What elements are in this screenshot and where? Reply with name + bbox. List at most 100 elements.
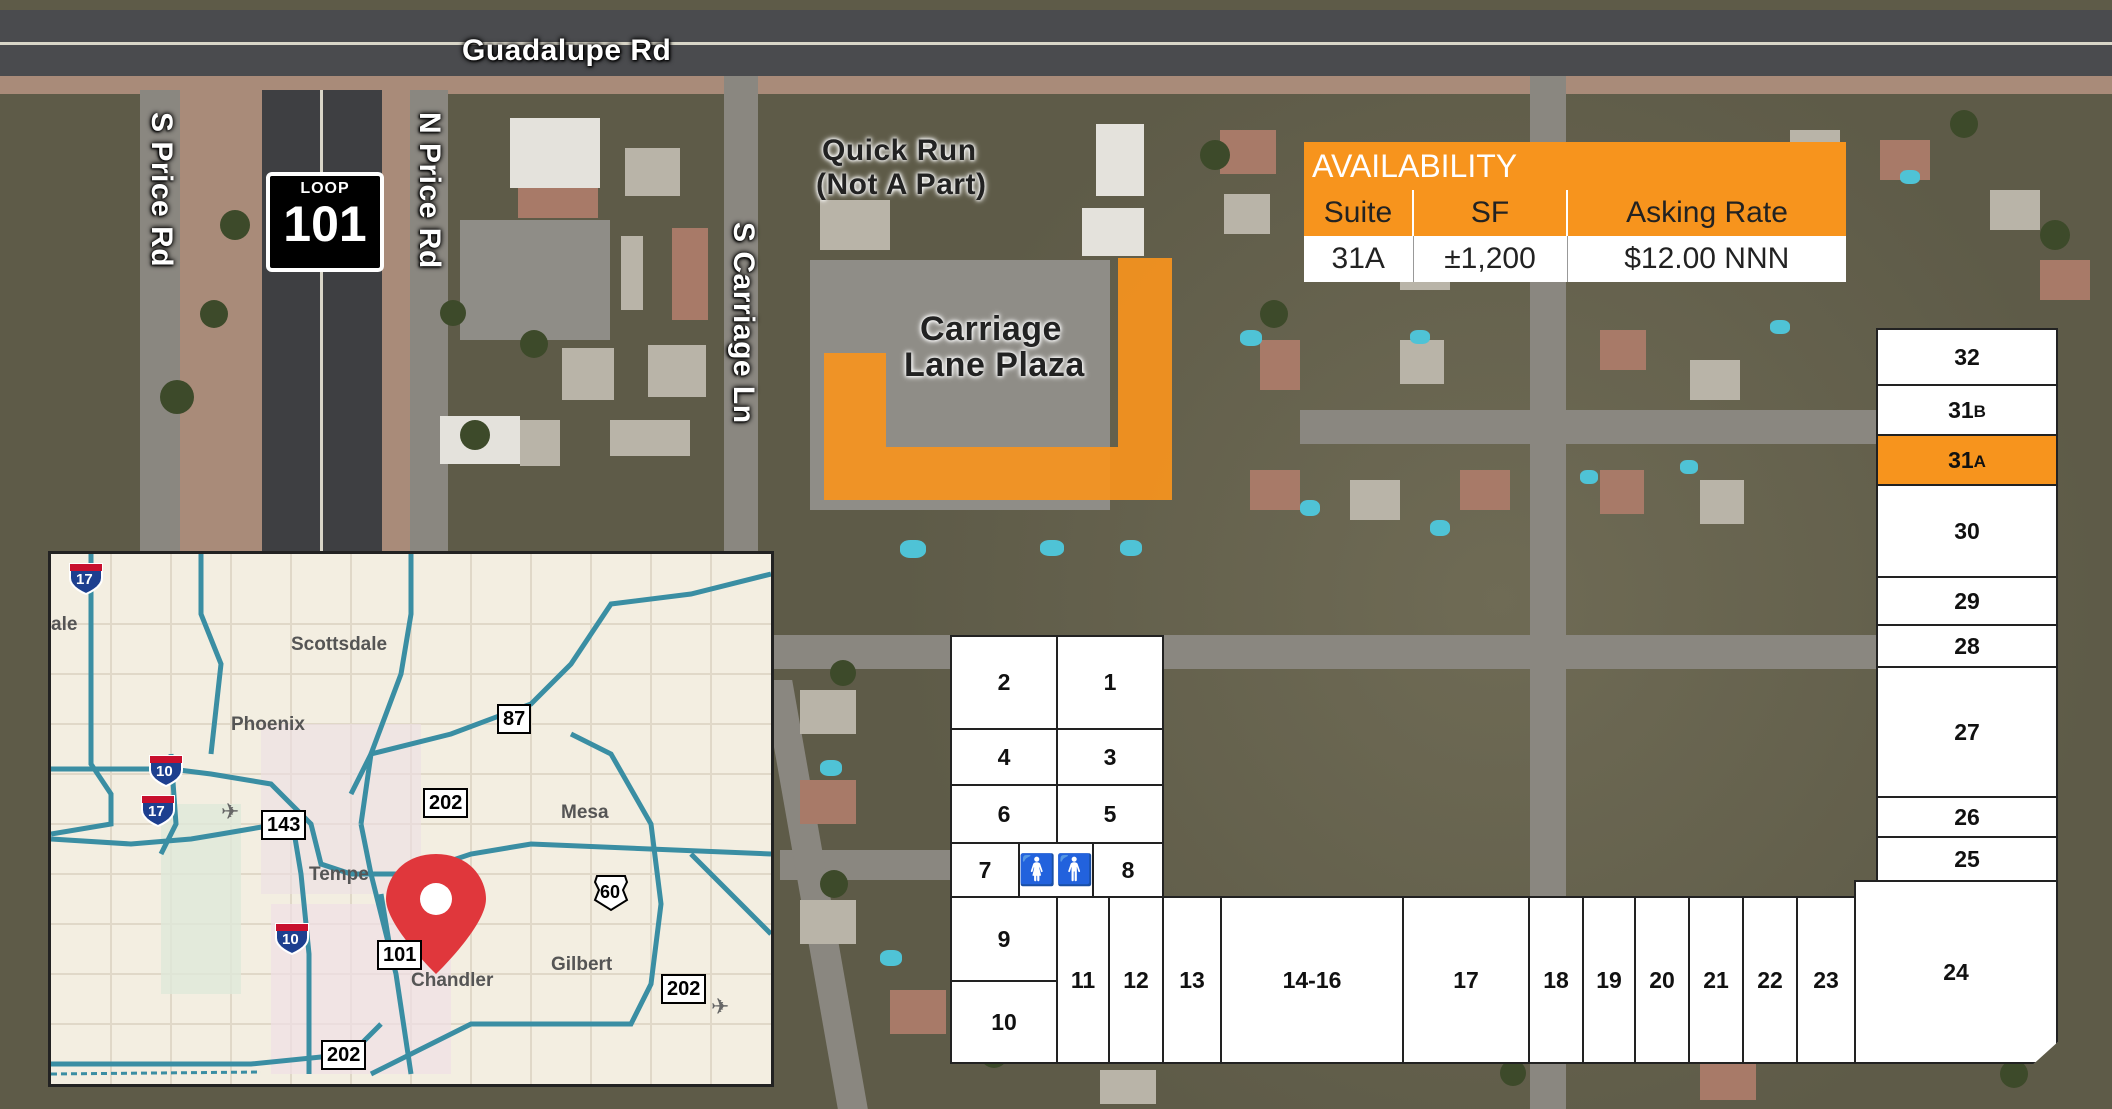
suite-label: 12 [1123,966,1149,993]
suite-label: 6 [997,800,1011,827]
suite-3[interactable]: 3 [1056,728,1164,786]
suite-5[interactable]: 5 [1056,784,1164,844]
suite-label: 28 [1954,632,1980,659]
suite-label: 26 [1954,803,1980,830]
suite-26[interactable]: 26 [1876,796,2058,838]
suite-28[interactable]: 28 [1876,624,2058,668]
suite-4[interactable]: 4 [950,728,1058,786]
house [1700,1060,1756,1100]
rail-line [51,1070,262,1076]
suite-11[interactable]: 11 [1056,896,1110,1064]
suite-1[interactable]: 1 [1056,635,1164,730]
suite-24[interactable]: 24 [1854,880,2058,1064]
route-87-shield: 87 [497,704,532,734]
house [1990,190,2040,230]
suite-13[interactable]: 13 [1162,896,1222,1064]
tree [460,420,490,450]
pool [1680,460,1698,474]
house [800,780,856,824]
availability-grid: Suite SF Asking Rate 31A ±1,200 $12.00 N… [1304,190,1846,282]
house [1690,360,1740,400]
suite-2[interactable]: 2 [950,635,1058,730]
pool [1430,520,1450,536]
building [648,345,706,397]
tree [1950,110,1978,138]
suite-30[interactable]: 30 [1876,484,2058,578]
building [820,200,890,250]
suite-6[interactable]: 6 [950,784,1058,844]
plaza-footprint[interactable] [1118,258,1172,500]
pool [1900,170,1920,184]
route-202-shield-north: 202 [423,788,469,818]
city-chandler: Chandler [411,970,494,991]
availability-title: AVAILABILITY [1304,142,1846,190]
suite-18[interactable]: 18 [1528,896,1584,1064]
tree [2000,1060,2028,1088]
house [800,690,856,734]
suite-label: 8 [1121,856,1135,883]
house [1100,1070,1156,1104]
suite-label: 31 [1948,446,1974,473]
suite-label: 17 [1453,966,1479,993]
suite-23[interactable]: 23 [1796,896,1856,1064]
pool [900,540,926,558]
suite-22[interactable]: 22 [1742,896,1798,1064]
pool [820,760,842,776]
suite-suffix: B [1973,402,1986,421]
suite-8[interactable]: 8 [1092,842,1164,898]
suite-7[interactable]: 7 [950,842,1020,898]
s-price-road-label: S Price Rd [145,112,178,268]
house [1600,470,1644,514]
house [1700,480,1744,524]
suite-27[interactable]: 27 [1876,666,2058,798]
s-price-road [140,90,180,570]
col-suite: Suite [1304,190,1413,236]
route-202-shield-south: 202 [321,1040,367,1070]
suite-32[interactable]: 32 [1876,328,2058,386]
tree [440,300,466,326]
plaza-footprint[interactable] [886,447,1118,500]
suite-label: 31 [1948,396,1974,423]
shield-number: 17 [148,803,165,820]
suite-10[interactable]: 10 [950,980,1058,1064]
suite-label: 29 [1954,587,1980,614]
not-a-part-label: (Not A Part) [816,168,987,201]
suite-label: 14-16 [1282,966,1342,993]
building [1082,208,1144,256]
tree [1200,140,1230,170]
house [1250,470,1300,510]
col-sf: SF [1412,190,1567,236]
suite-17[interactable]: 17 [1402,896,1530,1064]
suite-29[interactable]: 29 [1876,576,2058,626]
airport-icon: ✈ [221,800,239,825]
shield-number: 10 [282,931,299,948]
s-carriage-lane [724,76,758,576]
suite-label: 2 [997,669,1011,695]
suite-21[interactable]: 21 [1688,896,1744,1064]
building [520,420,560,466]
airport-icon: ✈ [711,995,729,1020]
route-101-shield: 101 [377,940,423,970]
pool [1770,320,1790,334]
suite-label: 18 [1543,966,1569,993]
suite-19[interactable]: 19 [1582,896,1636,1064]
suite-20[interactable]: 20 [1634,896,1690,1064]
tree [2040,220,2070,250]
plaza-footprint[interactable] [824,353,886,500]
pool [1240,330,1262,346]
house [1460,470,1510,510]
suite-9[interactable]: 9 [950,896,1058,982]
building [1096,124,1144,196]
suite-label: 13 [1179,966,1205,993]
parking-lot [460,220,610,340]
suite-label: 4 [997,743,1011,770]
suite-12[interactable]: 12 [1108,896,1164,1064]
col-asking-rate: Asking Rate [1566,190,1846,236]
suite-25[interactable]: 25 [1876,836,2058,882]
lane-marking [320,90,323,570]
suite-14-16[interactable]: 14-16 [1220,896,1404,1064]
pool [880,950,902,966]
